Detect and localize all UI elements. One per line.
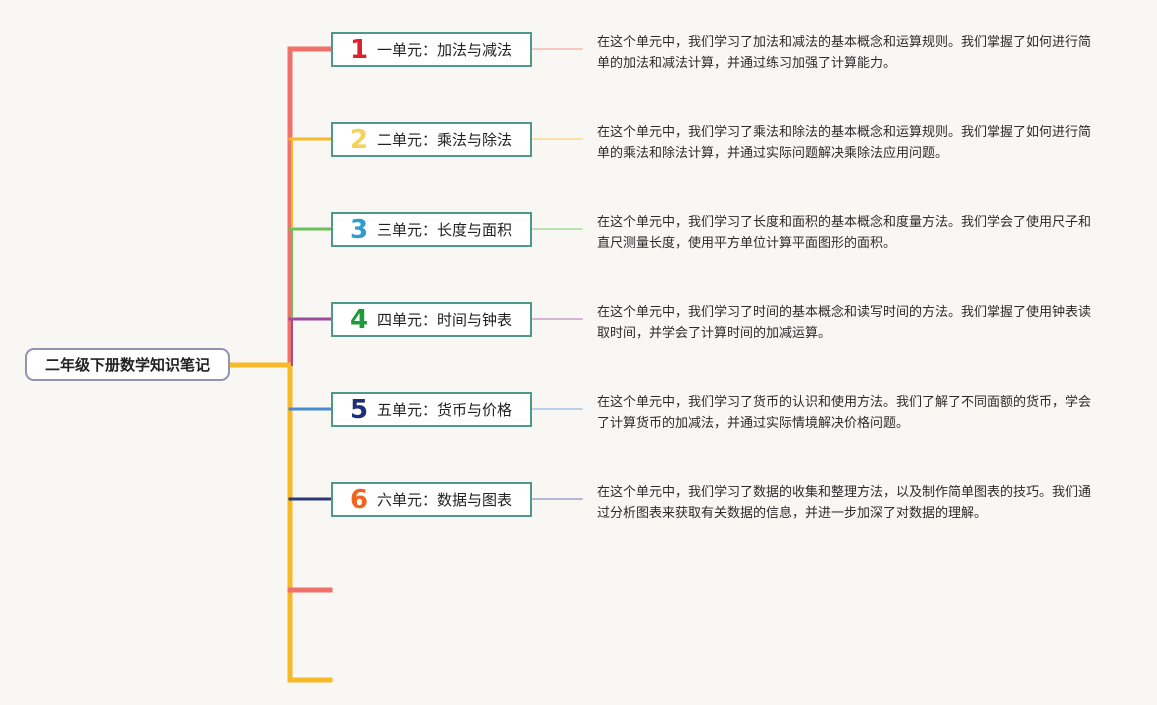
unit-node-1[interactable]: 1 一单元：加法与减法 <box>331 32 532 67</box>
unit-node-3[interactable]: 3 三单元：长度与面积 <box>331 212 532 247</box>
unit-title-4: 四单元：时间与钟表 <box>377 311 513 329</box>
root-label: 二年级下册数学知识笔记 <box>44 356 210 374</box>
unit-note-1: 在这个单元中，我们学习了加法和减法的基本概念和运算规则。我们掌握了如何进行简单的… <box>597 35 1092 71</box>
unit-title-3: 三单元：长度与面积 <box>377 221 513 239</box>
unit-node-6[interactable]: 6 六单元：数据与图表 <box>331 482 532 517</box>
unit-node-5[interactable]: 5 五单元：货币与价格 <box>331 392 532 427</box>
unit-node-4[interactable]: 4 四单元：时间与钟表 <box>331 302 532 337</box>
unit-number-5: 5 <box>349 394 369 425</box>
unit-note-5: 在这个单元中，我们学习了货币的认识和使用方法。我们了解了不同面额的货币，学会了计… <box>597 395 1092 431</box>
unit-title-5: 五单元：货币与价格 <box>377 401 513 419</box>
unit-number-2: 2 <box>349 124 369 155</box>
unit-title-2: 二单元：乘法与除法 <box>377 131 513 149</box>
unit-number-1: 1 <box>349 34 369 65</box>
unit-node-2[interactable]: 2 二单元：乘法与除法 <box>331 122 532 157</box>
unit-number-6: 6 <box>349 484 369 515</box>
unit-number-3: 3 <box>349 214 369 245</box>
root-node[interactable]: 二年级下册数学知识笔记 <box>25 348 230 381</box>
unit-note-6: 在这个单元中，我们学习了数据的收集和整理方法，以及制作简单图表的技巧。我们通过分… <box>597 485 1092 521</box>
unit-title-6: 六单元：数据与图表 <box>377 491 513 509</box>
unit-note-2: 在这个单元中，我们学习了乘法和除法的基本概念和运算规则。我们掌握了如何进行简单的… <box>597 125 1092 161</box>
unit-note-3: 在这个单元中，我们学习了长度和面积的基本概念和度量方法。我们学会了使用尺子和直尺… <box>597 215 1092 251</box>
unit-title-1: 一单元：加法与减法 <box>377 41 513 59</box>
unit-number-4: 4 <box>349 304 369 335</box>
unit-note-4: 在这个单元中，我们学习了时间的基本概念和读写时间的方法。我们掌握了使用钟表读取时… <box>597 305 1092 341</box>
